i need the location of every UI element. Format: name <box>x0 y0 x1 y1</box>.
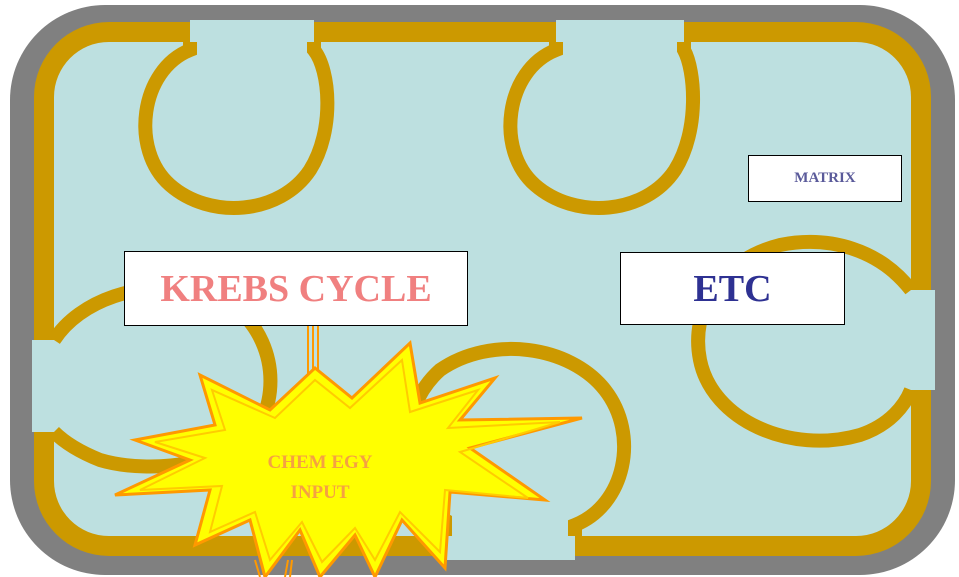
crista-stalk-left <box>32 340 58 432</box>
burst-label-line1: CHEM EGY <box>267 452 373 473</box>
burst-outline-inner <box>139 357 561 564</box>
etc-text: ETC <box>693 267 772 310</box>
krebs-cycle-label: KREBS CYCLE <box>124 251 468 326</box>
burst-base-line <box>284 559 289 577</box>
matrix-text: MATRIX <box>794 170 856 186</box>
crista-top-left <box>138 42 335 215</box>
crista-stalk-bottom <box>445 530 575 560</box>
burst-base-line <box>289 559 293 577</box>
crista-stalk-top-right <box>556 20 684 46</box>
etc-label: ETC <box>620 252 845 325</box>
crista-right <box>691 235 918 448</box>
matrix-label: MATRIX <box>748 155 902 202</box>
crista-stalk-right <box>907 290 935 390</box>
burst-label: CHEM EGY INPUT <box>200 448 440 508</box>
crista-top-right <box>503 42 700 215</box>
crista-stalk-top-left <box>190 20 314 46</box>
burst-outline-outer <box>114 339 583 577</box>
krebs-cycle-text: KREBS CYCLE <box>160 267 432 310</box>
burst-base-line <box>254 559 261 577</box>
burst-label-line2: INPUT <box>290 482 350 503</box>
chem-energy-burst <box>114 339 583 577</box>
